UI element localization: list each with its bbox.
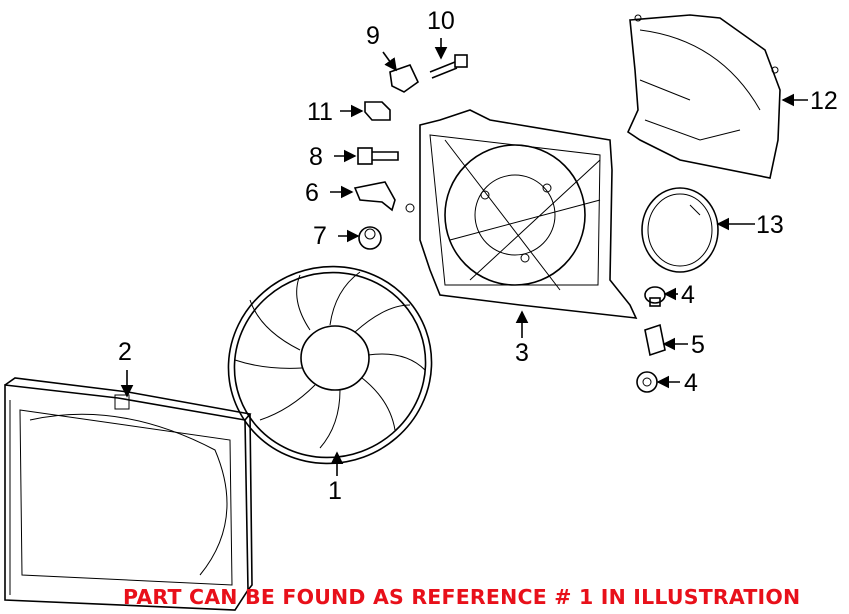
reference-note: PART CAN BE FOUND AS REFERENCE # 1 IN IL… — [123, 585, 801, 609]
callout-8: 8 — [309, 143, 323, 171]
callout-9: 9 — [366, 22, 380, 50]
callout-12: 12 — [810, 87, 838, 115]
leader-arrows — [120, 38, 808, 476]
callout-2: 2 — [118, 338, 132, 366]
clip-11 — [364, 101, 391, 121]
callout-13: 13 — [756, 211, 784, 239]
callout-4b: 4 — [684, 369, 698, 397]
radiator-shroud-frame — [4, 377, 253, 611]
callout-6: 6 — [305, 179, 319, 207]
fan-shroud — [405, 109, 638, 319]
sleeve-5 — [644, 323, 666, 357]
callout-10: 10 — [427, 7, 455, 35]
callout-11: 11 — [307, 98, 333, 126]
fan-motor — [641, 187, 719, 273]
callout-4a: 4 — [681, 281, 695, 309]
grommet-4a — [644, 286, 666, 307]
clip-9 — [389, 64, 420, 93]
cooling-fan — [227, 265, 433, 465]
bolt-10 — [429, 54, 468, 79]
nut-7 — [358, 226, 382, 250]
callout-5: 5 — [691, 331, 705, 359]
callout-3: 3 — [515, 339, 529, 367]
shroud-cover — [626, 14, 781, 179]
grommet-4b — [636, 371, 658, 393]
bracket-6 — [353, 181, 396, 212]
callout-1: 1 — [328, 477, 342, 505]
callout-7: 7 — [313, 222, 327, 250]
bolt-8 — [357, 147, 399, 165]
